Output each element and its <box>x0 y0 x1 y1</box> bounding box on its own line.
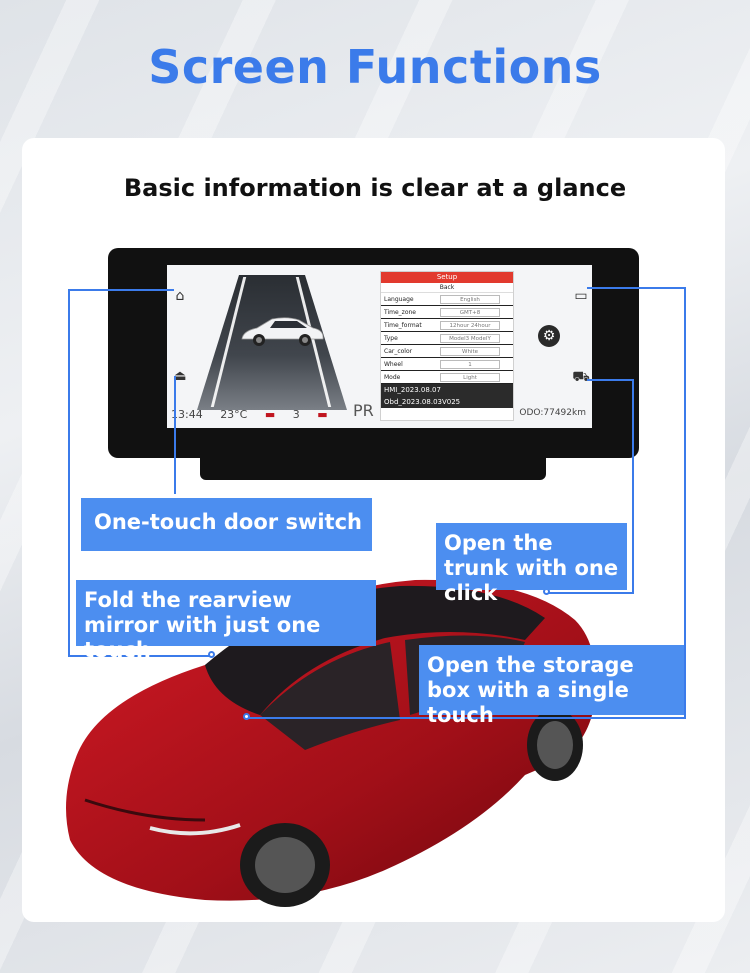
callout-line <box>68 289 174 291</box>
time-display: 13:44 <box>171 408 203 421</box>
hmi-version: HMI_2023.08.07 <box>381 384 513 396</box>
page-title: Screen Functions <box>148 40 602 94</box>
door-icon[interactable]: ⌂ <box>175 288 185 304</box>
callout-door-switch: One-touch door switch <box>81 498 372 551</box>
setup-row: Mode Light <box>381 371 513 384</box>
setup-row-value[interactable]: Model3 ModelY <box>440 333 500 343</box>
gear-number: 3 <box>292 408 300 421</box>
setup-row-value[interactable]: GMT+8 <box>440 307 500 317</box>
callout-line <box>68 289 70 656</box>
setup-row-value[interactable]: Light <box>440 372 500 382</box>
card-subtitle: Basic information is clear at a glance <box>123 174 627 202</box>
setup-row-label: Mode <box>384 373 401 381</box>
setup-row-value[interactable]: White <box>440 346 500 356</box>
obd-version: Obd_2023.08.03V025 <box>381 396 513 408</box>
callout-trunk: Open the trunk with one click <box>436 523 627 605</box>
callout-line <box>248 717 686 719</box>
setup-row-value[interactable]: 1 <box>440 359 500 369</box>
callout-dot <box>208 651 215 658</box>
setup-back-button[interactable]: Back <box>381 283 513 293</box>
status-bar: 13:44 23°C ▬ 3 ▬ <box>171 408 328 421</box>
callout-dot <box>243 713 250 720</box>
setup-row-value[interactable]: English <box>440 294 500 304</box>
storage-box-icon[interactable]: ⛟ <box>572 369 590 385</box>
setup-title: Setup <box>381 272 513 283</box>
setup-row: Time_zone GMT+8 <box>381 306 513 319</box>
setup-panel: Setup Back Language English Time_zone GMT+… <box>380 271 514 421</box>
trunk-icon[interactable]: ▭ <box>574 288 588 304</box>
callout-line <box>548 592 634 594</box>
setup-row: Language English <box>381 293 513 306</box>
callout-line <box>174 376 176 494</box>
setup-row-value[interactable]: 12hour 24hour <box>440 320 500 330</box>
setup-row-label: Wheel <box>384 360 403 368</box>
setup-row: Car_color White <box>381 345 513 358</box>
setup-row-label: Language <box>384 295 414 303</box>
car-mini-icon: ▬ <box>317 408 328 421</box>
setup-row: Type Model3 ModelY <box>381 332 513 345</box>
home-icon[interactable]: ⏏ <box>173 368 187 384</box>
gear-icon[interactable]: ⚙ <box>538 325 560 347</box>
callout-door-text: One-touch door switch <box>94 510 362 534</box>
callout-line <box>587 287 685 289</box>
callout-line <box>684 287 686 718</box>
setup-row-label: Car_color <box>384 347 413 355</box>
setup-row: Wheel 1 <box>381 358 513 371</box>
gear-indicator: PR <box>353 401 374 420</box>
callout-storage-box: Open the storage box with a single touch <box>419 645 684 727</box>
odometer: ODO:77492km <box>519 408 586 418</box>
screen-car-image <box>241 317 324 346</box>
callout-storage-text: Open the storage box with a single touch <box>427 653 634 727</box>
callout-line <box>632 379 634 593</box>
setup-row-label: Type <box>384 334 398 342</box>
setup-row-label: Time_format <box>384 321 422 329</box>
setup-row: Time_format 12hour 24hour <box>381 319 513 332</box>
callout-line <box>587 379 633 381</box>
callout-mirror: Fold the rearview mirror with just one t… <box>76 580 376 662</box>
setup-row-label: Time_zone <box>384 308 416 316</box>
car-mini-icon: ▬ <box>264 408 276 421</box>
display-device-base <box>200 450 546 480</box>
display-screen: ⌂ ⏏ ▭ ⛟ Setup Back Language English Time_… <box>167 265 592 428</box>
callout-mirror-text: Fold the rearview mirror with just one t… <box>84 588 321 662</box>
callout-trunk-text: Open the trunk with one click <box>444 531 619 605</box>
temperature-display: 23°C <box>220 408 248 421</box>
callout-line <box>68 655 213 657</box>
